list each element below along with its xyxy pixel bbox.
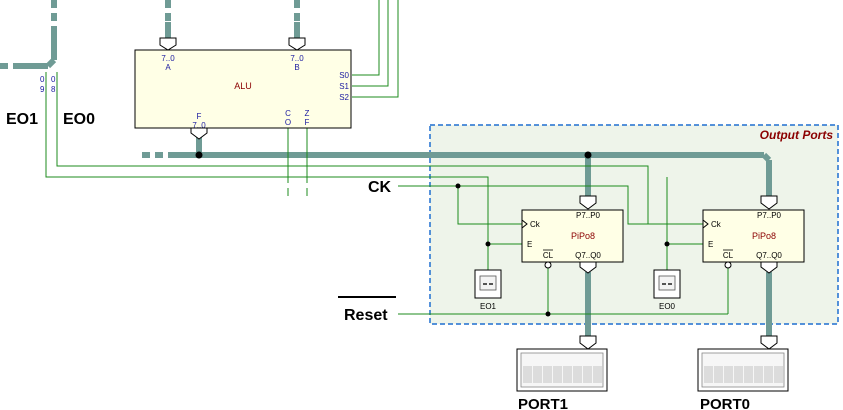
bus-left-bend <box>45 57 57 69</box>
alu-z-label: Z <box>305 109 310 118</box>
alu-s0-label: S0 <box>339 71 349 80</box>
pipo-left-out-connector <box>579 261 597 274</box>
svg-text:8: 8 <box>51 85 56 94</box>
alu-a-connector <box>159 37 177 51</box>
pipo-left-chip <box>521 209 624 263</box>
switch-eo1-body <box>474 269 502 299</box>
pipo-left-out-label: Q7..Q0 <box>575 251 601 260</box>
pipo-left-name: PiPo8 <box>571 231 595 241</box>
junction-e-left <box>485 241 491 247</box>
signal-eo1-label: EO1 <box>6 111 38 128</box>
alu-f-connector <box>190 127 208 140</box>
junction-alu-bus <box>195 151 203 159</box>
alu-b-range: 7..0 <box>290 54 304 63</box>
wire-s2 <box>352 0 399 98</box>
wire-ck-left <box>457 186 522 225</box>
pipo-left-ck-label: Ck <box>530 220 541 229</box>
port0-display: PORT0 <box>697 335 789 410</box>
alu-s2-label: S2 <box>339 93 349 102</box>
pipo-right-ck-label: Ck <box>711 220 722 229</box>
pipo-left-cl-label: CL <box>543 251 554 260</box>
output-ports-title: Output Ports <box>760 128 834 142</box>
pipo-left-in-label: P7..P0 <box>576 211 601 220</box>
alu-chip[interactable] <box>134 49 352 129</box>
alu-f-label: F <box>197 112 202 121</box>
pipo-right-clock-symbol <box>702 219 709 229</box>
pipo-left[interactable]: Ck E P7..P0 PiPo8 CL Q7..Q0 <box>521 195 624 274</box>
pipo-right-name: PiPo8 <box>752 231 776 241</box>
alu-a-label: A <box>165 63 171 72</box>
port1-label: PORT1 <box>518 396 568 410</box>
bus-split-left-label: 0 <box>40 75 45 84</box>
alu-a-range: 7..0 <box>161 54 175 63</box>
pipo-left-e-label: E <box>527 240 532 249</box>
switch-eo0[interactable]: EO0 <box>653 269 681 311</box>
pipo-left-in-connector <box>579 195 597 210</box>
alu-flag-f-label: F <box>305 118 310 127</box>
wire-s0 <box>352 0 380 76</box>
port1-display: PORT1 <box>516 335 608 410</box>
junction-e-right <box>664 241 670 247</box>
bus-split-right-label: 0 <box>51 75 56 84</box>
signal-eo0-label: EO0 <box>63 111 95 128</box>
svg-text:9: 9 <box>40 85 45 94</box>
alu-name: ALU <box>234 81 252 91</box>
signal-reset-label: Reset <box>344 307 388 324</box>
pipo-right-out-label: Q7..Q0 <box>756 251 782 260</box>
pipo-right-in-label: P7..P0 <box>757 211 782 220</box>
switch-eo1-label: EO1 <box>480 302 497 311</box>
pipo-right-out-connector <box>760 261 778 274</box>
junction-ck <box>455 183 461 189</box>
wire-eo1 <box>45 72 489 244</box>
pipo-right[interactable]: Ck E P7..P0 PiPo8 CL Q7..Q0 <box>702 195 805 274</box>
data-bus-bend <box>761 152 772 163</box>
pipo-left-cl-bubble <box>544 261 552 269</box>
switch-eo1[interactable]: EO1 <box>474 269 502 311</box>
pipo-right-in-connector <box>760 195 778 210</box>
pipo-right-e-label: E <box>708 240 713 249</box>
alu-s1-label: S1 <box>339 82 349 91</box>
wire-s1 <box>352 0 389 87</box>
alu-f-range: 7..0 <box>192 121 206 130</box>
alu-b-label: B <box>294 63 299 72</box>
pipo-right-chip <box>702 209 805 263</box>
signal-ck-label: CK <box>368 179 392 196</box>
pipo-left-clock-symbol <box>521 219 528 229</box>
alu-c-label: C <box>285 109 291 118</box>
alu-o-label: O <box>285 118 291 127</box>
wire-ck-right <box>458 185 703 225</box>
alu-b-connector <box>288 37 306 51</box>
junction-bus-pipo <box>584 151 592 159</box>
pipo-right-cl-label: CL <box>723 251 734 260</box>
port0-label: PORT0 <box>700 396 750 410</box>
pipo-right-cl-bubble <box>724 261 732 269</box>
switch-eo0-label: EO0 <box>659 302 676 311</box>
junction-reset <box>545 311 551 317</box>
